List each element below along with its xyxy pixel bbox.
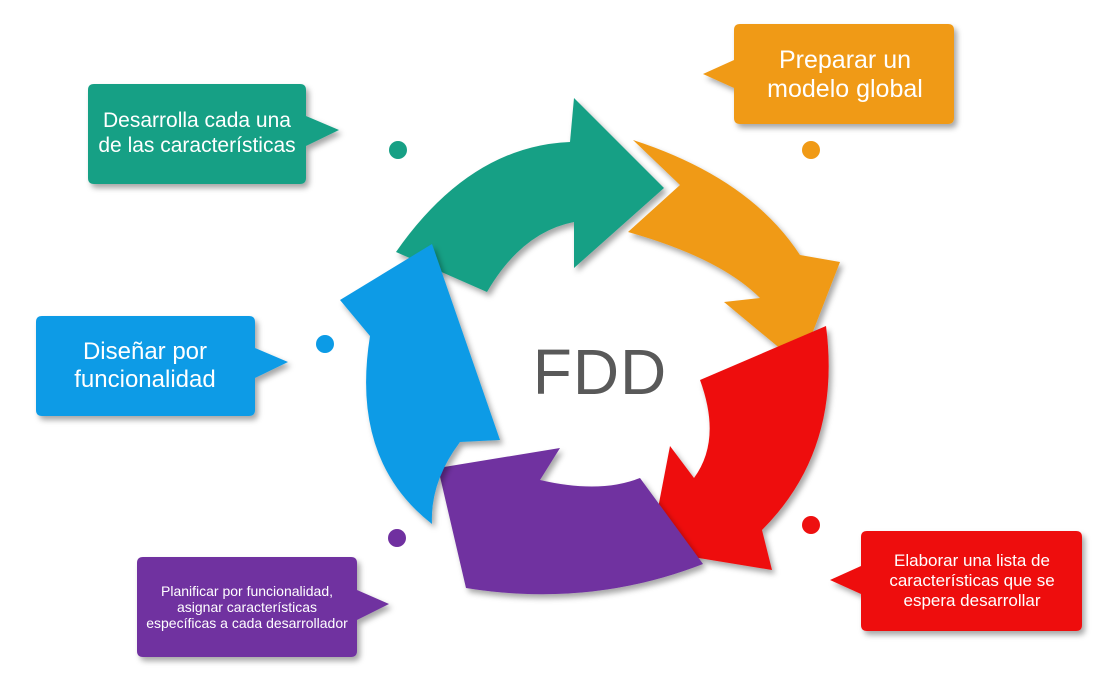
- arrow-list: [650, 326, 829, 570]
- arrow-design: [340, 244, 500, 524]
- callout-plan-box: [137, 557, 389, 657]
- dot-plan: [388, 529, 406, 547]
- callout-design-box: [36, 316, 288, 416]
- callout-develop-box: [88, 84, 339, 184]
- dot-develop: [389, 141, 407, 159]
- connector-dots: [316, 141, 820, 547]
- dot-list: [802, 516, 820, 534]
- arrow-plan: [438, 448, 703, 595]
- dot-model: [802, 141, 820, 159]
- arrow-develop: [396, 98, 664, 292]
- arrow-model: [628, 140, 840, 365]
- callouts: [36, 24, 1082, 657]
- cycle-arrows: [340, 98, 840, 595]
- callout-list-box: [830, 531, 1082, 631]
- center-label: FDD: [532, 336, 668, 408]
- callout-model-box: [703, 24, 954, 124]
- dot-design: [316, 335, 334, 353]
